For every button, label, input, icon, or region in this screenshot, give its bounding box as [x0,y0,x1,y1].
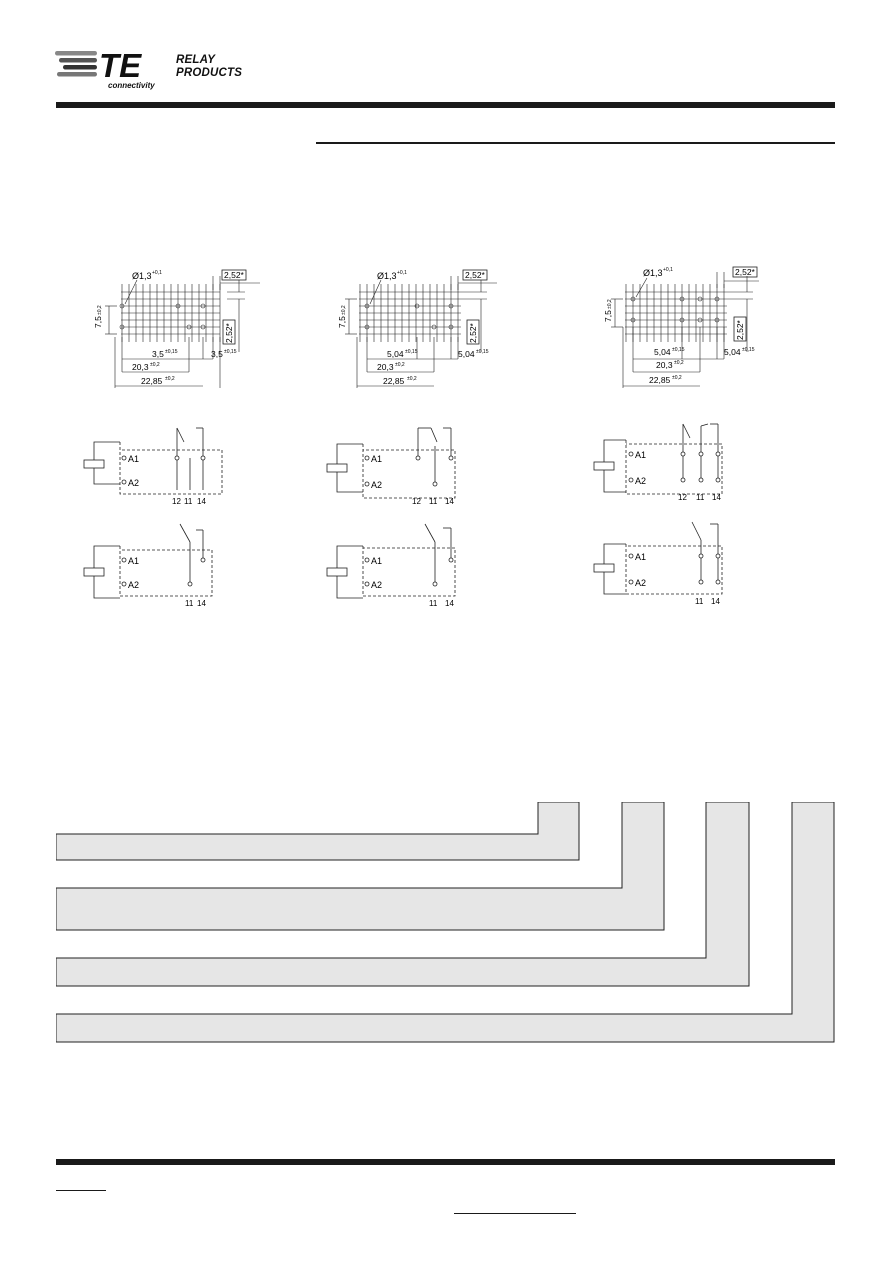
terminal-14-label: 14 [711,597,720,606]
hole-diameter-label: Ø1,3 [132,271,152,281]
brand-line: RELAY [176,54,216,66]
pcb-layout-2: Ø1,3 +0,1 2,52* 2,52* 7,5 ±0,2 5,04 ±0,1… [337,269,497,388]
ordering-code-bar [56,802,665,931]
dim-a-tolerance-label: ±0,15 [672,347,685,353]
ordering-code-bar [56,802,835,1043]
dim-a-label: 3,5 [152,349,164,359]
height-label: 7,5 [93,316,103,328]
wiring-diagram-make-2: A1 A2 11 14 [326,523,456,608]
logo-stripe [57,72,97,77]
dim-b-tolerance-label: ±0,15 [742,347,755,353]
ordering-code-bar [56,802,580,861]
wiring-diagram-changeover-2: A1 A2 12 11 14 [326,427,456,506]
terminal-11-label: 11 [429,497,438,506]
terminal-12-label: 12 [172,497,181,506]
terminal-11-label: 11 [185,599,194,608]
terminal-a1-label: A1 [635,552,646,562]
hole-diameter-label: Ø1,3 [377,271,397,281]
dim-b-tolerance-label: ±0,15 [476,349,489,355]
wiring-diagram-make-3: A1 A2 11 14 [593,521,723,606]
dim-c-label: 20,3 [656,360,673,370]
header-rule [56,102,835,108]
terminal-a1-label: A1 [635,450,646,460]
dim-c-tolerance-label: ±0,2 [395,362,405,368]
dim-d-label: 22,85 [383,376,405,386]
terminal-a1-label: A1 [128,454,139,464]
terminal-11-label: 11 [184,497,193,506]
dim-c-tolerance-label: ±0,2 [150,362,160,368]
terminal-14-label: 14 [445,599,454,608]
dim-d-tolerance-label: ±0,2 [407,376,417,382]
terminal-a1-label: A1 [371,556,382,566]
dim-a-tolerance-label: ±0,15 [165,349,178,355]
terminal-11-label: 11 [695,597,704,606]
terminal-a1-label: A1 [371,454,382,464]
terminal-a2-label: A2 [635,578,646,588]
dim-b-label: 5,04 [724,347,741,357]
terminal-11-label: 11 [696,493,705,502]
pitch-side-label: 2,52* [735,319,745,340]
footer-line [56,1190,106,1191]
wiring-diagram-changeover-1: A1 A2 12 11 14 [83,427,223,506]
footer-rule [56,1159,835,1165]
footer-line [454,1213,576,1214]
logo-tagline: connectivity [108,81,155,90]
pitch-top-label: 2,52* [465,270,486,280]
terminal-12-label: 12 [412,497,421,506]
ordering-code-bar [56,802,750,987]
height-tolerance-label: ±0,2 [97,305,103,315]
terminal-a2-label: A2 [128,580,139,590]
brand-line: PRODUCTS [176,67,243,79]
pcb-layout-1: Ø1,3 +0,1 2,52* 2,52* 7,5 ±0,2 3,5 ±0,15… [93,269,260,388]
height-label: 7,5 [337,316,347,328]
dim-b-label: 3,5 [211,349,223,359]
dim-c-tolerance-label: ±0,2 [674,360,684,366]
hole-diameter-label: Ø1,3 [643,268,663,278]
terminal-11-label: 11 [429,599,438,608]
terminal-a2-label: A2 [371,480,382,490]
dim-d-tolerance-label: ±0,2 [165,376,175,382]
wiring-diagram-make-1: A1 A2 11 14 [83,523,213,608]
dim-b-tolerance-label: ±0,15 [224,349,237,355]
dim-c-label: 20,3 [132,362,149,372]
height-label: 7,5 [603,310,613,322]
terminal-14-label: 14 [197,599,206,608]
dim-b-label: 5,04 [458,349,475,359]
hole-tolerance-label: +0,1 [663,267,673,273]
pitch-side-label: 2,52* [224,322,234,343]
height-tolerance-label: ±0,2 [341,305,347,315]
dim-d-label: 22,85 [649,375,671,385]
terminal-14-label: 14 [197,497,206,506]
terminal-a2-label: A2 [128,478,139,488]
pitch-top-label: 2,52* [735,267,756,277]
brand-name: RELAY PRODUCTS [176,54,242,80]
terminal-12-label: 12 [678,493,687,502]
logo-stripe [55,51,97,56]
terminal-a1-label: A1 [128,556,139,566]
ordering-code-diagram [56,802,835,1043]
pcb-layout-3: Ø1,3 +0,1 2,52* 2,52* 7,5 ±0,2 5,04 ±0,1… [603,266,759,388]
height-tolerance-label: ±0,2 [607,299,613,309]
dim-d-label: 22,85 [141,376,163,386]
dim-a-tolerance-label: ±0,15 [405,349,418,355]
hole-tolerance-label: +0,1 [152,270,162,276]
pitch-side-label: 2,52* [468,322,478,343]
dim-d-tolerance-label: ±0,2 [672,375,682,381]
dim-a-label: 5,04 [387,349,404,359]
terminal-a2-label: A2 [635,476,646,486]
dim-a-label: 5,04 [654,347,671,357]
logo-letters: TE [99,47,142,84]
section-rule [316,142,835,144]
terminal-14-label: 14 [445,497,454,506]
wiring-diagram-changeover-3: A1 A2 12 11 14 [593,423,723,502]
dim-c-label: 20,3 [377,362,394,372]
te-logo: TE connectivity [55,47,155,90]
logo-stripe [63,65,97,70]
hole-tolerance-label: +0,1 [397,270,407,276]
pitch-top-label: 2,52* [224,270,245,280]
terminal-14-label: 14 [712,493,721,502]
terminal-a2-label: A2 [371,580,382,590]
logo-stripe [59,58,97,63]
